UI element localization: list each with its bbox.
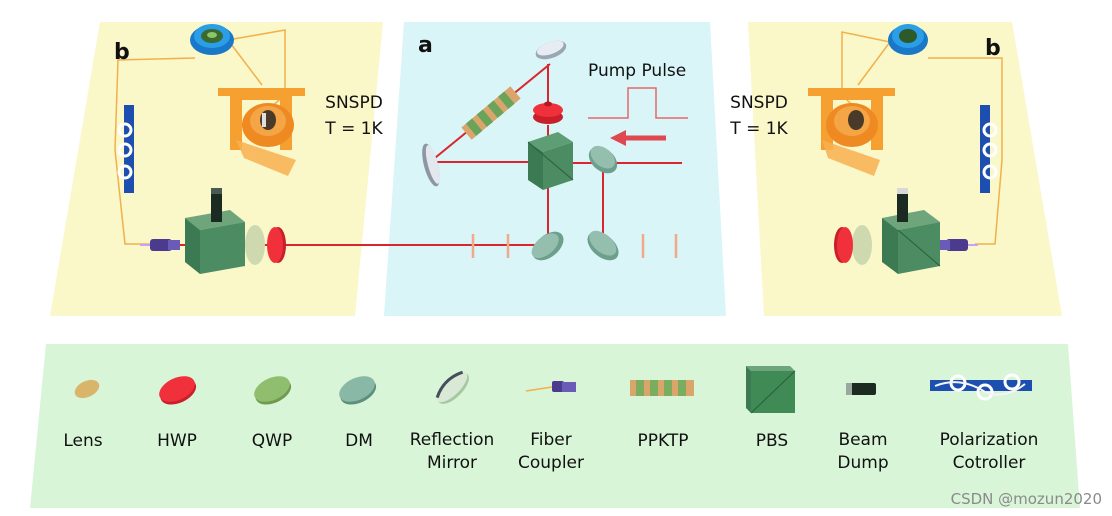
qwp-icon <box>254 376 292 405</box>
legend-label-beam-dump: Beam Dump <box>837 430 889 473</box>
legend-panel <box>30 344 1080 508</box>
legend-label-dm: DM <box>345 431 373 451</box>
legend-label-mirror: Reflection Mirror <box>409 430 495 473</box>
right-fiber-coupler <box>940 239 978 251</box>
panel-tag-center: a <box>418 33 433 58</box>
right-polarization-controller <box>980 105 998 193</box>
filters <box>471 234 678 258</box>
right-snspd-temp: T = 1K <box>730 119 788 139</box>
legend-label-qwp: QWP <box>251 431 293 451</box>
legend-label-hwp: HWP <box>157 431 197 451</box>
left-fiber-spool <box>190 24 234 55</box>
panel-tag-left: b <box>114 40 130 65</box>
right-qwp <box>852 225 872 265</box>
legend-label-polarization-controller: Polarization Cotroller <box>939 430 1039 473</box>
right-beam-dump <box>897 188 908 222</box>
right-snspd-name: SNSPD <box>730 93 788 113</box>
center-hwp <box>533 101 563 124</box>
mirror-icon <box>435 370 469 404</box>
panel-b-left <box>50 22 383 316</box>
polarization-controller-icon <box>930 373 1032 401</box>
hwp-icon <box>159 376 197 405</box>
dm-icon <box>339 376 377 405</box>
ppktp-icon <box>630 380 694 396</box>
left-mirror <box>422 143 441 187</box>
left-snspd-label: SNSPD T = 1K <box>314 90 394 142</box>
right-snspd-label: SNSPD T = 1K <box>719 90 799 142</box>
top-mirror <box>535 40 567 60</box>
pump-pulse-shape <box>588 87 688 119</box>
right-pbs <box>882 210 941 274</box>
pump-pulse-label: Pump Pulse <box>588 61 687 81</box>
fiber-coupler-icon <box>525 381 576 392</box>
dm-pump <box>588 145 618 174</box>
left-beam-dump <box>211 188 222 222</box>
pbs-icon <box>746 366 796 414</box>
legend-label-ppktp: PPKTP <box>637 431 689 451</box>
panel-tag-right: b <box>985 36 1001 61</box>
beam-dump-icon <box>846 383 876 395</box>
legend-label-fiber-coupler: Fiber Coupler <box>517 430 584 473</box>
right-fiber <box>841 31 1003 245</box>
ppktp-crystal <box>461 86 521 140</box>
watermark: CSDN @mozun2020 <box>950 490 1102 508</box>
center-pbs <box>527 132 574 190</box>
left-fiber-coupler <box>140 239 180 251</box>
dm-right <box>587 230 619 261</box>
left-snspd-temp: T = 1K <box>325 119 383 139</box>
left-fiber <box>114 29 286 245</box>
dm-left <box>531 231 564 261</box>
right-cryostat <box>808 88 895 176</box>
left-qwp <box>245 225 265 265</box>
right-fiber-spool <box>888 24 928 55</box>
right-hwp <box>834 227 853 263</box>
legend-label-pbs: PBS <box>755 431 789 451</box>
left-polarization-controller <box>117 105 134 193</box>
left-snspd-name: SNSPD <box>325 93 383 113</box>
lens-icon <box>74 379 100 399</box>
left-hwp <box>267 227 286 263</box>
legend-label-lens: Lens <box>63 431 103 451</box>
left-cryostat <box>218 88 305 176</box>
pump-arrow <box>610 130 666 146</box>
